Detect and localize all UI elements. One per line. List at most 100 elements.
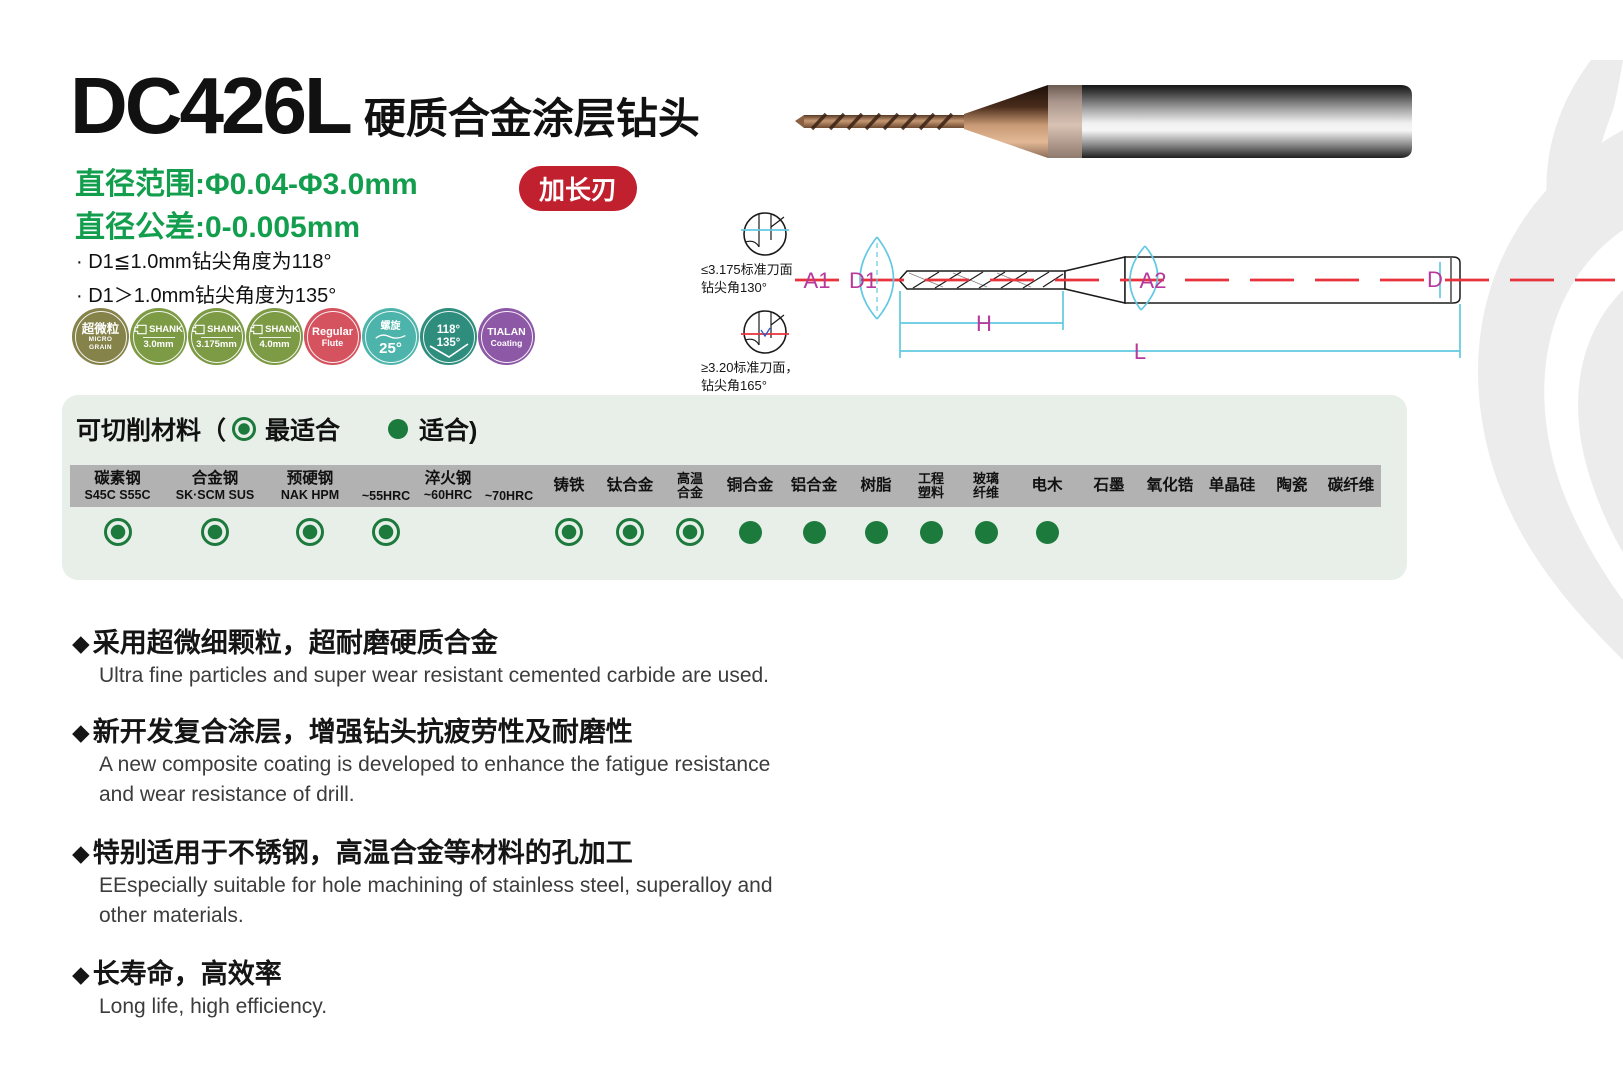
badge-sublabel: 135° <box>436 336 461 349</box>
material-column-superalloy: 高温合金 <box>661 465 719 557</box>
fit-mark <box>676 507 704 557</box>
fit-mark <box>201 507 229 557</box>
label-a1: A1 <box>804 268 831 293</box>
material-column-graphite: 石墨 <box>1079 465 1139 557</box>
fit-mark <box>296 507 324 557</box>
end-view-130-label-1: ≤3.175标准刀面 <box>701 262 793 277</box>
material-column-monocrystal-silicon: 单晶硅 <box>1201 465 1263 557</box>
label-d1: D1 <box>849 268 877 293</box>
feature-list: ◆采用超微细颗粒，超耐磨硬质合金 Ultra fine particles an… <box>72 626 832 1046</box>
shank-icon <box>250 324 263 334</box>
badge-label: 螺旋 <box>380 321 401 332</box>
badge-sublabel: Coating <box>490 337 523 348</box>
fit-mark <box>975 507 998 557</box>
feature-en: other materials. <box>99 904 244 928</box>
badge-tialan-coating: TIALAN Coating <box>478 308 535 365</box>
feature-en: EEspecially suitable for hole machining … <box>99 874 773 898</box>
drill-outline <box>897 256 1461 304</box>
feature-zh: 长寿命，高效率 <box>92 959 282 990</box>
material-column-titanium-alloy: 钛合金 <box>599 465 661 557</box>
fit-mark <box>1036 507 1059 557</box>
feature-en: Long life, high efficiency. <box>99 995 328 1019</box>
label-l: L <box>1134 339 1146 364</box>
badge-sublabel: Flute <box>321 337 344 348</box>
feature-zh: 采用超微细颗粒，超耐磨硬质合金 <box>92 628 498 658</box>
point-angle-note-2: · D1＞1.0mm钻尖角度为135° <box>76 285 337 307</box>
helix-wave-icon <box>374 334 406 339</box>
badge-label: TIALAN <box>487 325 526 338</box>
fit-mark <box>803 507 826 557</box>
end-view-130-label-2: 钻尖角130° <box>701 280 767 295</box>
diamond-bullet-icon: ◆ <box>72 839 90 866</box>
material-column-bakelite: 电木 <box>1015 465 1079 557</box>
badge-micro-grain: 超微粒 MICRO GRAIN <box>72 308 129 365</box>
badge-sublabel: 25° <box>379 340 402 357</box>
feature-en: A new composite coating is developed to … <box>99 753 771 777</box>
material-column-ceramics: 陶瓷 <box>1263 465 1321 557</box>
badge-regular-flute: Regular Flute <box>304 308 361 365</box>
fit-mark <box>555 507 583 557</box>
badge-helix-25: 螺旋 25° <box>362 308 419 365</box>
badge-label: Regular <box>312 325 353 338</box>
material-column-engineering-plastic: 工程塑料 <box>905 465 957 557</box>
product-model: DC426L <box>70 61 353 150</box>
badge-sublabel: GRAIN <box>89 343 112 351</box>
feature-item: ◆采用超微细颗粒，超耐磨硬质合金 Ultra fine particles an… <box>72 626 832 691</box>
best-fit-label: 最适合 <box>265 417 341 445</box>
badge-shank-4.0mm: SHANK 4.0mm <box>246 308 303 365</box>
drill-photo <box>795 85 1412 158</box>
feature-zh: 特别适用于不锈钢，高温合金等材料的孔加工 <box>92 838 633 869</box>
feature-item: ◆长寿命，高效率 Long life, high efficiency. <box>72 957 832 1022</box>
material-column-hardened-60hrc: 淬火钢~60HRC <box>417 465 479 557</box>
end-view-165-label-1: ≥3.20标准刀面， <box>701 360 798 375</box>
material-column-copper-alloy: 铜合金 <box>719 465 781 557</box>
page-title: DC426L 硬质合金涂层钻头 <box>70 60 700 152</box>
materials-title: 可切削材料（ <box>76 417 227 445</box>
badge-sublabel: 3.0mm <box>143 338 174 350</box>
shank-icon <box>134 324 147 334</box>
dimension-diagram: ≤3.175标准刀面 钻尖角130° ≥3.20标准刀面， 钻尖角165° <box>701 212 1615 393</box>
materials-title-row: 可切削材料（ 最适合 适合) <box>76 411 477 447</box>
fit-mark <box>372 507 400 557</box>
fit-mark <box>920 507 943 557</box>
label-h: H <box>976 311 992 336</box>
divider <box>258 336 291 338</box>
best-fit-icon <box>232 417 257 441</box>
divider <box>200 336 233 338</box>
badge-sublabel: 3.175mm <box>196 338 237 350</box>
badge-label: 超微粒 <box>81 321 120 336</box>
badge-sublabel: 4.0mm <box>259 338 290 350</box>
feature-zh: 新开发复合涂层，增强钻头抗疲劳性及耐磨性 <box>92 717 633 748</box>
dimension-lines <box>859 236 1461 358</box>
feature-item: ◆特别适用于不锈钢，高温合金等材料的孔加工 EEspecially suitab… <box>72 836 832 931</box>
end-view-130: ≤3.175标准刀面 钻尖角130° <box>701 212 793 295</box>
divider <box>142 336 175 338</box>
fit-mark <box>865 507 888 557</box>
badge-sublabel: MICRO <box>88 335 113 343</box>
material-column-carbon-fiber: 碳纤维 <box>1321 465 1381 557</box>
end-view-165-label-2: 钻尖角165° <box>701 378 767 393</box>
material-column-zirconia: 氧化锆 <box>1139 465 1201 557</box>
material-column-hardened-55hrc: ~55HRC <box>355 465 417 557</box>
good-fit-icon <box>388 419 409 439</box>
product-subtitle: 硬质合金涂层钻头 <box>363 95 700 142</box>
shank-icon <box>192 324 205 334</box>
end-view-165: ≥3.20标准刀面， 钻尖角165° <box>701 310 798 393</box>
diamond-bullet-icon: ◆ <box>72 960 90 987</box>
badge-point-angle: 118° 135° <box>420 308 477 365</box>
fit-mark <box>616 507 644 557</box>
label-a2: A2 <box>1140 268 1167 293</box>
extended-flute-flag: 加长刃 <box>519 166 637 211</box>
feature-badges: 超微粒 MICRO GRAIN SHANK 3.0mm SHANK 3.175m… <box>72 308 535 365</box>
badge-label: 118° <box>436 323 461 336</box>
badge-label: SHANK <box>149 323 183 335</box>
material-column-hardened-70hrc: ~70HRC <box>479 465 539 557</box>
badge-label: SHANK <box>265 323 299 335</box>
feature-en: and wear resistance of drill. <box>99 783 355 807</box>
material-column-fiberglass: 玻璃纤维 <box>957 465 1015 557</box>
material-column-cast-iron: 铸铁 <box>539 465 599 557</box>
diamond-bullet-icon: ◆ <box>72 629 90 656</box>
